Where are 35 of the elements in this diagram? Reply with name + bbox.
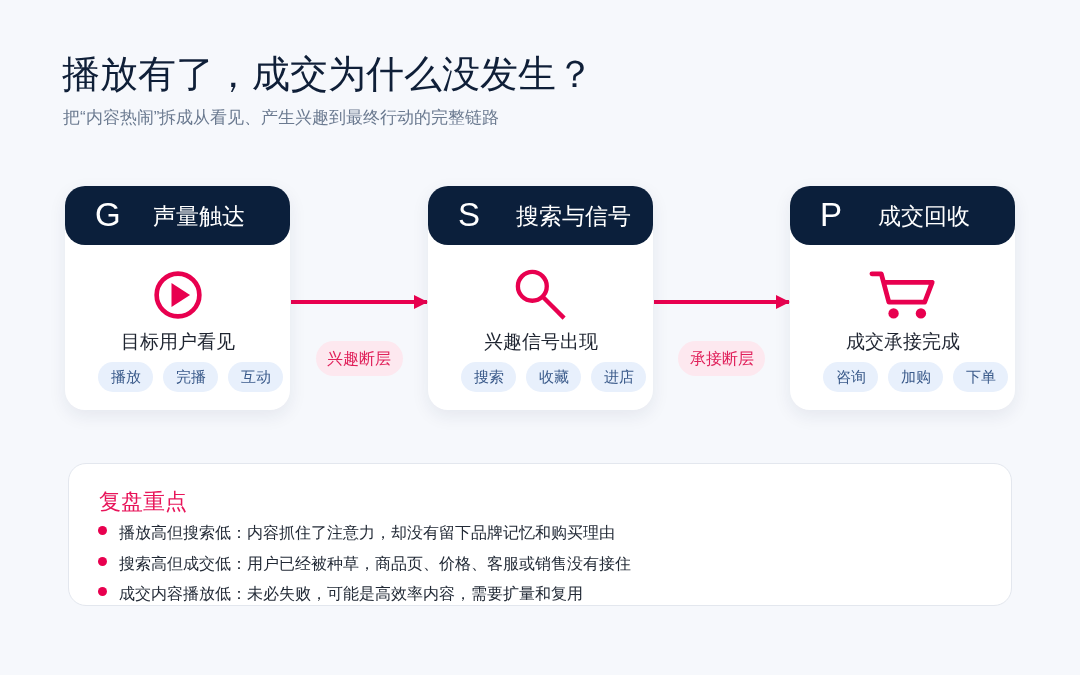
- arrow: [291, 295, 428, 309]
- metric-tag: 进店: [591, 362, 646, 392]
- metric-tag: 加购: [888, 362, 943, 392]
- metric-tag: 收藏: [526, 362, 581, 392]
- stage-caption: 成交承接完成: [844, 330, 961, 354]
- stage-header: [790, 186, 1015, 245]
- arrow: [654, 295, 790, 309]
- metric-tag: 完播: [163, 362, 218, 392]
- stage-header: [428, 186, 653, 245]
- summary-panel: [68, 463, 1012, 606]
- summary-point: 搜索高但成交低：用户已经被种草，商品页、价格、客服或销售没有接住: [119, 553, 631, 574]
- stage-letter: S: [458, 195, 480, 235]
- stage-card: [790, 186, 1015, 410]
- edge-label: 兴趣断层: [315, 341, 403, 376]
- stage-title: 成交回收: [878, 202, 970, 231]
- diagram-title: 播放有了，成交为什么没发生？: [62, 52, 594, 97]
- summary-heading: 复盘重点: [99, 488, 187, 516]
- stage-card: [428, 186, 653, 410]
- summary-point: 成交内容播放低：未必失败，可能是高效率内容，需要扩量和复用: [119, 584, 583, 604]
- edge-label: 承接断层: [678, 341, 765, 376]
- metric-tag: 咨询: [823, 362, 878, 392]
- metric-tag: 互动: [228, 362, 283, 392]
- stage-card: [65, 186, 290, 410]
- stage-title: 搜索与信号: [516, 202, 631, 231]
- summary-point: 播放高但搜索低：内容抓住了注意力，却没有留下品牌记忆和购买理由: [119, 523, 615, 543]
- stage-letter: P: [820, 195, 842, 235]
- subtitle: 把“内容热闹”拆成从看见、产生兴趣到最终行动的完整链路: [63, 107, 500, 129]
- metric-tag: 播放: [98, 362, 153, 392]
- stage-letter: G: [95, 195, 121, 235]
- metric-tag: 下单: [953, 362, 1008, 392]
- stage-title: 声量触达: [153, 202, 245, 231]
- metric-tag: 搜索: [461, 362, 516, 392]
- stage-caption: 兴趣信号出现: [482, 330, 599, 354]
- stage-header: [65, 186, 290, 245]
- stage-caption: 目标用户看见: [119, 330, 236, 354]
